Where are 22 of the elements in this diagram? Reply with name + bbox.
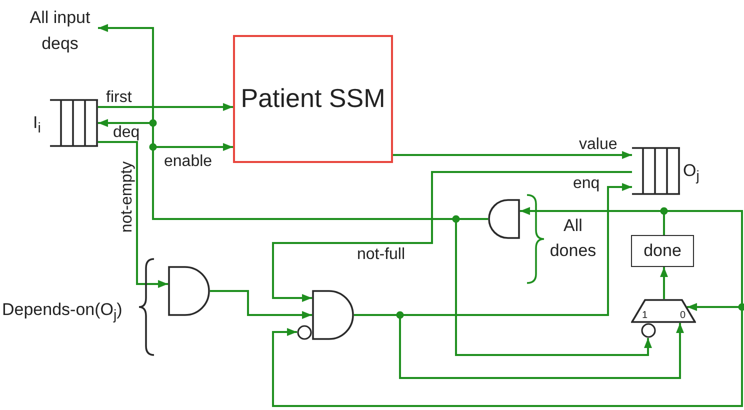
signal-arrow bbox=[272, 210, 743, 407]
brace-label: Depends-on(O$_{j}$) bbox=[2, 299, 122, 326]
register-box bbox=[631, 235, 694, 267]
and-gate bbox=[168, 266, 210, 316]
port-label: 1 bbox=[642, 311, 648, 321]
signal-arrow bbox=[98, 141, 168, 288]
queue-label: I$_{i}$ bbox=[33, 113, 41, 138]
and-gate bbox=[488, 199, 520, 239]
signal-label: All input deqs bbox=[22, 5, 98, 57]
signal-arrow bbox=[393, 151, 632, 159]
port-label: 0 bbox=[680, 311, 686, 321]
queue-label: O$_{j}$ bbox=[683, 161, 700, 186]
box-label: done bbox=[644, 241, 682, 261]
signal-arrow bbox=[660, 267, 668, 299]
signal-arrow bbox=[98, 103, 233, 111]
process-box bbox=[233, 35, 393, 163]
box-label: Patient SSM bbox=[240, 84, 386, 114]
edge-label: deq bbox=[112, 124, 141, 141]
brace-label: All dones bbox=[548, 215, 598, 262]
signal-arrow bbox=[210, 290, 312, 319]
edge-label: not-empty bbox=[118, 160, 136, 234]
signal-arrow bbox=[272, 171, 632, 302]
